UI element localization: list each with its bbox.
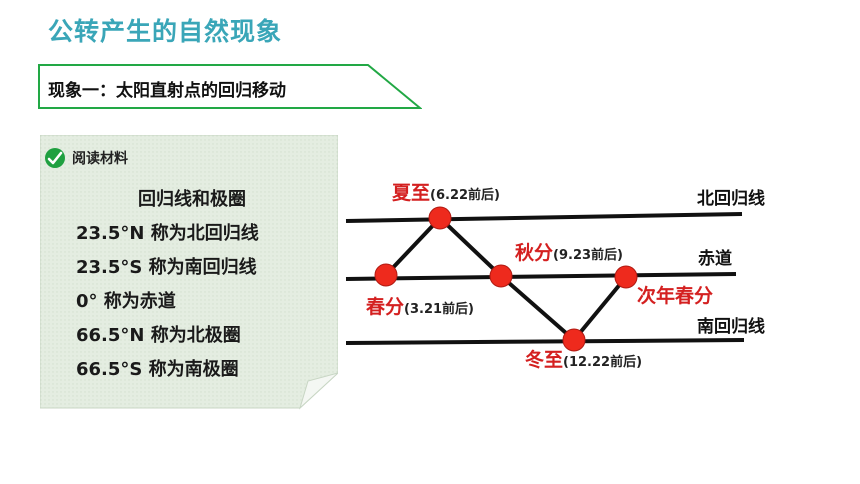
winter-solstice-date: (12.22前后) bbox=[563, 354, 642, 370]
spring-equinox-point bbox=[374, 263, 398, 287]
autumn-equinox-point bbox=[489, 264, 513, 288]
south-tropic-line bbox=[345, 338, 745, 345]
banner-text: 现象一：太阳直射点的回归移动 bbox=[48, 81, 286, 101]
summer-solstice-name: 夏至 bbox=[392, 182, 430, 204]
card-line-equator: 0° 称为赤道 bbox=[76, 291, 176, 312]
page-title: 公转产生的自然现象 bbox=[48, 17, 283, 46]
next-spring-equinox-point bbox=[614, 265, 638, 289]
card-header-label: 阅读材料 bbox=[72, 151, 128, 167]
autumn-equinox-name: 秋分 bbox=[515, 241, 553, 264]
reading-card: 阅读材料 回归线和极圈 23.5°N 称为北回归线 23.5°S 称为南回归线 … bbox=[40, 135, 338, 410]
winter-solstice-point bbox=[562, 328, 586, 352]
south-tropic-label: 南回归线 bbox=[697, 316, 765, 337]
card-line-antarctic-circle: 66.5°S 称为南极圈 bbox=[76, 359, 239, 380]
card-line-south-tropic: 23.5°S 称为南回归线 bbox=[76, 257, 257, 278]
autumn-equinox-date: (9.23前后) bbox=[553, 247, 623, 263]
card-line-heading: 回归线和极圈 bbox=[138, 189, 246, 210]
equator-line bbox=[345, 272, 737, 281]
card-line-arctic-circle: 66.5°N 称为北极圈 bbox=[76, 325, 241, 346]
card-header: 阅读材料 bbox=[44, 147, 128, 169]
summer-solstice-point bbox=[428, 206, 452, 230]
north-tropic-line bbox=[345, 212, 743, 223]
section-banner: 现象一：太阳直射点的回归移动 bbox=[38, 64, 422, 112]
winter-solstice-label: 冬至(12.22前后) bbox=[525, 348, 642, 371]
autumn-equinox-label: 秋分(9.23前后) bbox=[515, 241, 623, 264]
summer-solstice-date: (6.22前后) bbox=[430, 187, 500, 203]
card-line-north-tropic: 23.5°N 称为北回归线 bbox=[76, 223, 259, 244]
spring-equinox-label: 春分(3.21前后) bbox=[366, 295, 474, 318]
equator-label: 赤道 bbox=[698, 248, 732, 269]
banner-shape bbox=[38, 64, 422, 109]
summer-solstice-label: 夏至(6.22前后) bbox=[392, 182, 500, 204]
spring-equinox-date: (3.21前后) bbox=[404, 301, 474, 317]
card-background bbox=[40, 135, 338, 410]
north-tropic-label: 北回归线 bbox=[697, 188, 765, 209]
winter-solstice-name: 冬至 bbox=[525, 348, 563, 371]
spring-equinox-name: 春分 bbox=[366, 295, 404, 318]
next-spring-equinox-label: 次年春分 bbox=[637, 284, 713, 307]
check-leaf-icon bbox=[45, 148, 65, 168]
